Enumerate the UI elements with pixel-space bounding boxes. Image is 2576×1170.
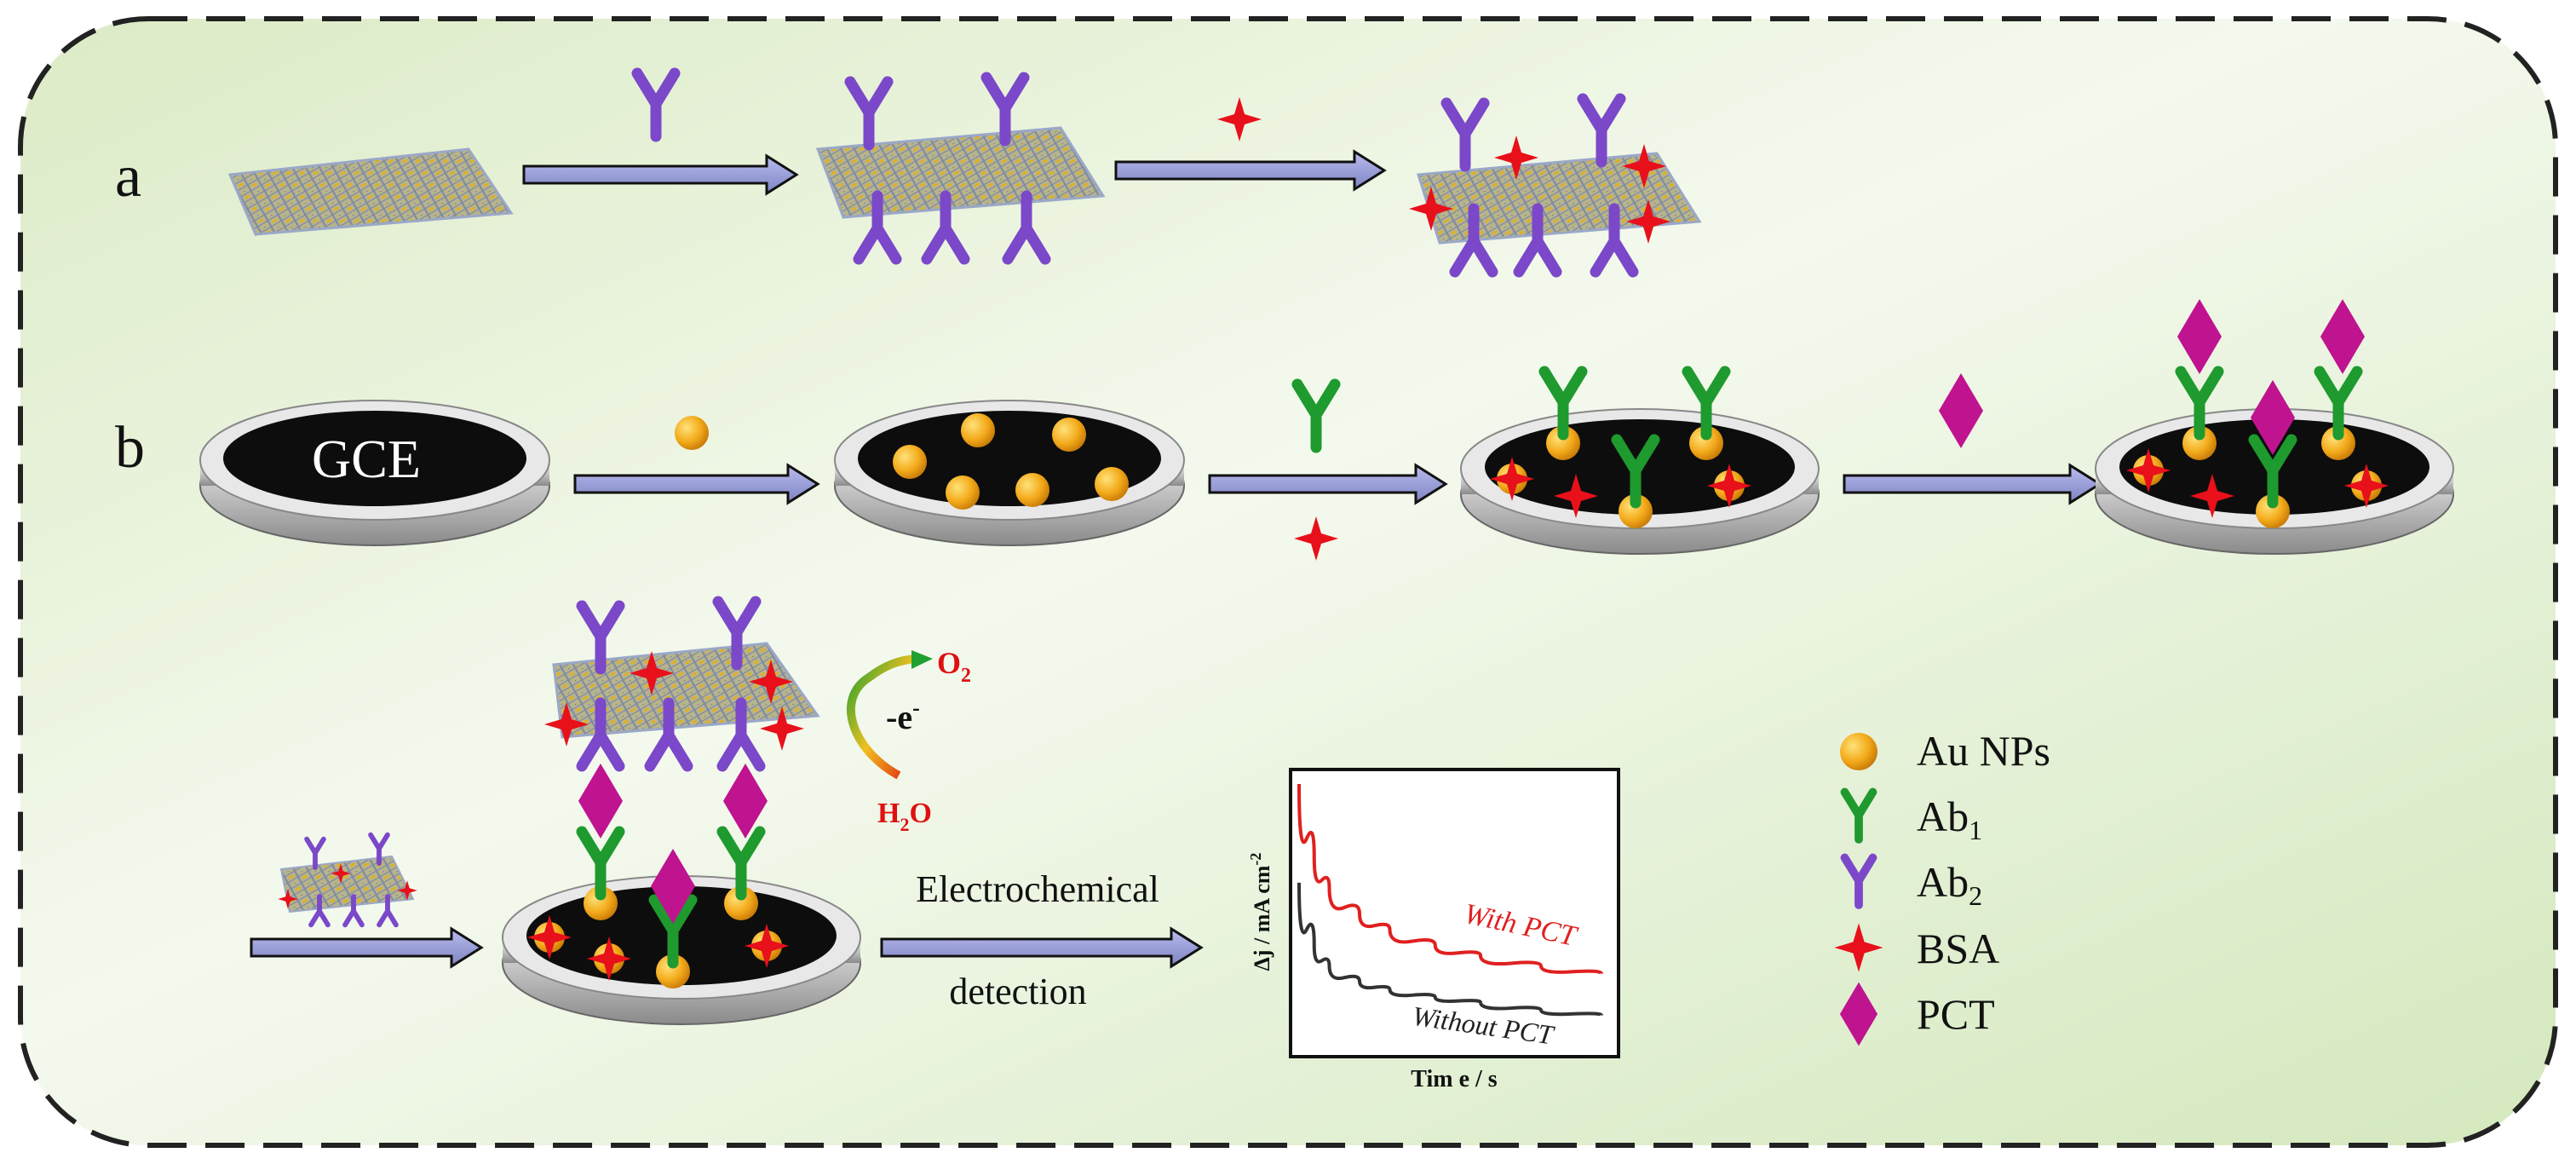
inset-chart: With PCT Without PCT Tim e / s Δj / mA c…	[1247, 768, 1620, 1092]
arrow-b1	[573, 463, 820, 505]
inset-xlabel: Tim e / s	[1411, 1066, 1497, 1092]
detection-label-2: detection	[949, 971, 1086, 1012]
arrow-b3	[1843, 463, 2102, 505]
electrode-ab1-bsa	[1460, 372, 1820, 555]
legend-label-ab1: Ab1	[1917, 792, 1982, 845]
detection-label-1: Electrochemical	[916, 868, 1159, 910]
nanosheet-bare	[227, 147, 514, 236]
arrow-a2	[1114, 149, 1387, 192]
h2o-label: H2O	[877, 798, 932, 835]
electrode-gce	[199, 400, 550, 546]
legend-label-ab2: Ab2	[1917, 858, 1982, 911]
electrode-sandwich	[502, 764, 861, 1025]
electrode-au	[834, 400, 1185, 546]
legend-au-icon	[1840, 733, 1877, 770]
legend: Au NPs Ab1 Ab2 BSA PCT	[1834, 727, 2050, 1046]
arrow-a1	[522, 153, 799, 196]
frame-border	[18, 16, 2558, 1148]
arrow-b2	[1208, 463, 1448, 505]
o2-label: O2	[937, 646, 971, 687]
inset-ylabel: Δj / mA cm-2	[1247, 853, 1274, 971]
panel-a-label: a	[115, 144, 141, 210]
legend-label-pct: PCT	[1917, 990, 1995, 1038]
inset-chart-frame	[1289, 768, 1620, 1058]
electrode-pct	[2095, 299, 2454, 555]
nanosheet-label-complex	[544, 602, 820, 766]
legend-label-bsa: BSA	[1917, 925, 1999, 972]
nanosheet-ab2	[815, 78, 1106, 259]
nanosheet-ab2-bsa	[1409, 99, 1702, 272]
catalysis-curve	[846, 650, 933, 780]
electron-label: -e-	[886, 695, 920, 736]
small-sheet-reagent	[278, 835, 417, 925]
au-reagent-icon	[675, 416, 709, 450]
legend-label-au: Au NPs	[1917, 727, 2050, 775]
arrow-c1	[250, 926, 484, 969]
series-line-without-pct	[1297, 882, 1603, 1017]
gce-label: GCE	[312, 429, 421, 489]
arrow-detection	[880, 926, 1204, 969]
panel-b-label: b	[115, 415, 145, 481]
series-line-with-pct	[1297, 783, 1603, 975]
